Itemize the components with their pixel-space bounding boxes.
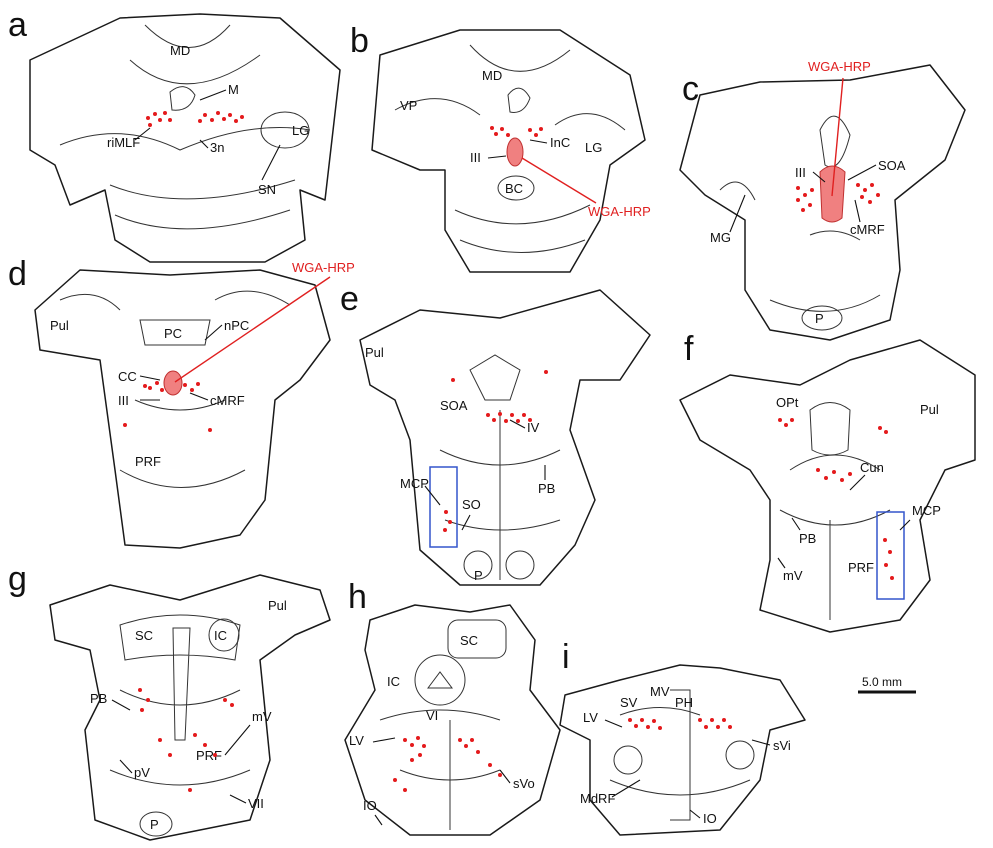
panel-letter: g (8, 560, 27, 598)
label-p: P (474, 568, 483, 583)
label-io: IO (703, 811, 717, 826)
label-pv: pV (134, 765, 150, 780)
label-vii: VII (248, 796, 264, 811)
label-rimlf: riMLF (107, 135, 140, 150)
label-npc: nPC (224, 318, 249, 333)
label-cmrf: cMRF (210, 393, 245, 408)
injection-site (507, 138, 523, 166)
label-p: P (150, 817, 159, 832)
label-mcp: MCP (912, 503, 941, 518)
label-sn: SN (258, 182, 276, 197)
label-mv: mV (252, 709, 272, 724)
panel-i: i MV SV PH LV sVi MdRF IO (560, 638, 805, 835)
panel-g: g Pul SC IC PB mV PRF pV VII P (8, 560, 330, 840)
scale-bar: 5.0 mm (858, 675, 916, 692)
label-lg: LG (292, 123, 309, 138)
label-cun: Cun (860, 460, 884, 475)
label-sc: SC (460, 633, 478, 648)
panel-a: a MD M riMLF 3n LG SN (8, 6, 340, 262)
label-opt: OPt (776, 395, 799, 410)
label-so: SO (462, 497, 481, 512)
panel-b: b MD VP InC III LG BC WGA-HRP (350, 22, 651, 272)
panel-h: h SC IC VI LV sVo IO (345, 578, 560, 835)
label-iv: IV (527, 420, 540, 435)
label-pb: PB (538, 481, 555, 496)
label-pul: Pul (50, 318, 69, 333)
label-iii: III (118, 393, 129, 408)
label-svi: sVi (773, 738, 791, 753)
label-io: IO (363, 798, 377, 813)
label-cmrf: cMRF (850, 222, 885, 237)
label-prf: PRF (196, 748, 222, 763)
label-3n: 3n (210, 140, 224, 155)
label-iii: III (795, 165, 806, 180)
label-wga-hrp: WGA-HRP (808, 59, 871, 74)
label-soa: SOA (878, 158, 906, 173)
panel-letter: d (8, 255, 27, 293)
label-vi: VI (426, 708, 438, 723)
panel-letter: i (562, 638, 570, 676)
label-vp: VP (400, 98, 417, 113)
label-mv: mV (783, 568, 803, 583)
label-sv: SV (620, 695, 638, 710)
panel-d: d WGA-HRP Pul PC nPC CC III cMRF PRF (8, 255, 355, 548)
label-ic: IC (214, 628, 227, 643)
label-mcp: MCP (400, 476, 429, 491)
panel-letter: b (350, 22, 369, 60)
label-mv: MV (650, 684, 670, 699)
panel-letter: a (8, 6, 27, 44)
label-mdrf: MdRF (580, 791, 615, 806)
label-wga-hrp: WGA-HRP (292, 260, 355, 275)
label-inc: InC (550, 135, 570, 150)
label-m: M (228, 82, 239, 97)
label-ic: IC (387, 674, 400, 689)
panel-letter: c (682, 70, 699, 108)
label-pb: PB (799, 531, 816, 546)
label-lv: LV (349, 733, 364, 748)
label-pc: PC (164, 326, 182, 341)
label-prf: PRF (135, 454, 161, 469)
label-ph: PH (675, 695, 693, 710)
panel-letter: h (348, 578, 367, 616)
label-md: MD (482, 68, 502, 83)
label-soa: SOA (440, 398, 468, 413)
label-lg: LG (585, 140, 602, 155)
label-wga-hrp: WGA-HRP (588, 204, 651, 219)
label-md: MD (170, 43, 190, 58)
panel-f: f OPt Pul Cun MCP PB mV PRF (680, 330, 975, 632)
panel-e: e Pul SOA IV MCP SO PB P (340, 280, 650, 585)
injection-site (164, 371, 182, 395)
scale-bar-label: 5.0 mm (862, 675, 902, 689)
label-mg: MG (710, 230, 731, 245)
label-pul: Pul (268, 598, 287, 613)
panel-c: c WGA-HRP SOA III MG cMRF P (680, 59, 965, 340)
label-pul: Pul (365, 345, 384, 360)
label-pb: PB (90, 691, 107, 706)
label-lv: LV (583, 710, 598, 725)
label-cc: CC (118, 369, 137, 384)
label-pul: Pul (920, 402, 939, 417)
label-bc: BC (505, 181, 523, 196)
panel-letter: e (340, 280, 359, 318)
label-iii: III (470, 150, 481, 165)
label-sc: SC (135, 628, 153, 643)
panel-letter: f (684, 330, 694, 368)
label-prf: PRF (848, 560, 874, 575)
label-p: P (815, 311, 824, 326)
label-svo: sVo (513, 776, 535, 791)
